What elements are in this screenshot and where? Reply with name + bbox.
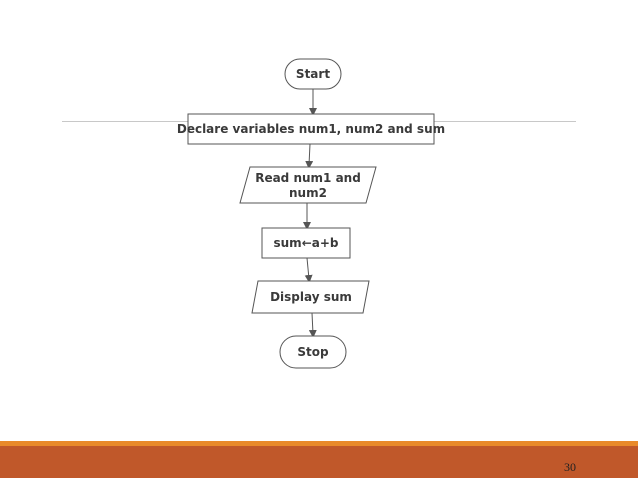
declare-node: Declare variables num1, num2 and sum xyxy=(177,113,445,145)
display-label: Display sum xyxy=(270,290,352,304)
display-node: Display sum xyxy=(251,280,370,314)
assign-label: sum←a+b xyxy=(274,236,339,250)
read-label-line1: Read num1 and xyxy=(255,171,361,185)
start-node: Start xyxy=(284,58,342,90)
read-node: Read num1 and num2 xyxy=(239,166,377,204)
divider-line-right xyxy=(434,121,576,122)
divider-line-left xyxy=(62,121,188,122)
start-label: Start xyxy=(296,67,330,81)
read-label-line2: num2 xyxy=(289,186,327,200)
arrow-display-to-stop xyxy=(308,312,317,338)
assign-node: sum←a+b xyxy=(261,227,351,259)
stop-node: Stop xyxy=(279,335,347,369)
arrow-assign-to-display xyxy=(304,257,313,283)
stop-label: Stop xyxy=(297,345,329,359)
page-number: 30 xyxy=(564,460,576,474)
declare-label: Declare variables num1, num2 and sum xyxy=(177,122,445,136)
arrow-declare-to-read xyxy=(305,143,314,169)
footer-accent-bar xyxy=(0,441,638,446)
footer-band xyxy=(0,446,638,478)
